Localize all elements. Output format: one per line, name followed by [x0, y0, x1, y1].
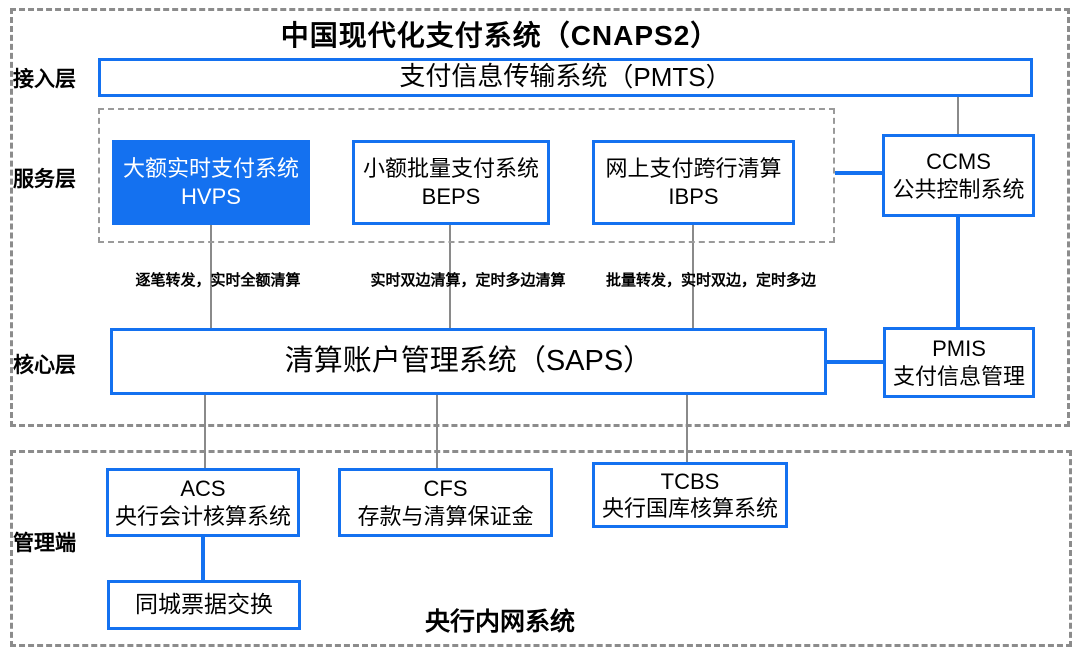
node-beps-label-code: BEPS [421, 183, 481, 209]
connector-saps-tcbs [686, 395, 688, 462]
node-pmts-label-zh: 支付信息传输系统 [399, 62, 608, 92]
annotation-hvps: 逐笔转发，实时全额清算 [135, 272, 301, 289]
node-beps-label-zh: 小额批量支付系统 [362, 156, 539, 181]
node-ibps-label-code: IBPS [668, 183, 719, 209]
node-local-clearing: 同城票据交换 [107, 580, 301, 630]
diagram-title: 中国现代化支付系统（CNAPS2） [280, 20, 720, 51]
upper-layers-frame [10, 8, 1070, 427]
connector-saps-acs [204, 395, 206, 468]
node-saps-label-code: （SAPS） [516, 345, 653, 378]
node-saps-label-zh: 清算账户管理系统 [284, 345, 517, 378]
annotation-beps: 实时双边清算，定时多边清算 [370, 272, 566, 289]
node-ccms-label-code: CCMS [926, 149, 991, 174]
annotation-ibps: 批量转发，实时双边，定时多边 [605, 272, 817, 289]
node-acs-label-code: ACS [180, 476, 226, 501]
node-beps: 小额批量支付系统 BEPS [352, 140, 550, 225]
node-hvps: 大额实时支付系统 HVPS [112, 140, 310, 225]
layer-label-management: 管理端 [13, 532, 76, 555]
management-frame [10, 450, 1072, 647]
node-pmts: 支付信息传输系统 （PMTS） [98, 58, 1033, 97]
connector-saps-pmis [827, 360, 883, 364]
node-ibps: 网上支付跨行清算 IBPS [592, 140, 795, 225]
node-local-clearing-label: 同城票据交换 [135, 591, 273, 617]
node-pmts-label-code: （PMTS） [607, 62, 732, 93]
connector-beps-saps [449, 225, 451, 328]
connector-acs-localclearing [201, 537, 205, 580]
connector-ibps-saps [692, 225, 694, 328]
footer-intranet-label: 央行内网系统 [424, 608, 575, 636]
connector-ccms-pmis [956, 217, 960, 327]
layer-label-service: 服务层 [13, 168, 76, 191]
node-cfs-label-code: CFS [423, 476, 468, 501]
node-pmis-label-zh: 支付信息管理 [892, 363, 1025, 389]
connector-pmts-ccms [957, 97, 959, 134]
layer-label-access: 接入层 [13, 68, 76, 91]
node-acs: ACS 央行会计核算系统 [106, 468, 300, 537]
node-pmis: PMIS 支付信息管理 [883, 327, 1035, 398]
node-cfs-label-zh: 存款与清算保证金 [357, 503, 534, 529]
node-hvps-label-zh: 大额实时支付系统 [122, 156, 299, 181]
node-tcbs: TCBS 央行国库核算系统 [592, 462, 788, 528]
service-layer-group-frame [98, 108, 835, 243]
connector-saps-cfs [436, 395, 438, 468]
node-cfs: CFS 存款与清算保证金 [338, 468, 553, 537]
connector-hvps-saps [210, 225, 212, 328]
node-ccms: CCMS 公共控制系统 [882, 134, 1035, 217]
node-ccms-label-zh: 公共控制系统 [892, 176, 1025, 202]
node-tcbs-label-code: TCBS [660, 468, 720, 494]
node-tcbs-label-zh: 央行国库核算系统 [601, 496, 778, 521]
node-pmis-label-code: PMIS [932, 336, 986, 361]
node-ibps-label-zh: 网上支付跨行清算 [605, 156, 782, 181]
node-hvps-label-code: HVPS [181, 183, 241, 209]
node-acs-label-zh: 央行会计核算系统 [114, 503, 291, 529]
node-saps: 清算账户管理系统 （SAPS） [110, 328, 827, 395]
layer-label-core: 核心层 [13, 354, 76, 377]
connector-servicelayer-ccms [835, 171, 882, 175]
